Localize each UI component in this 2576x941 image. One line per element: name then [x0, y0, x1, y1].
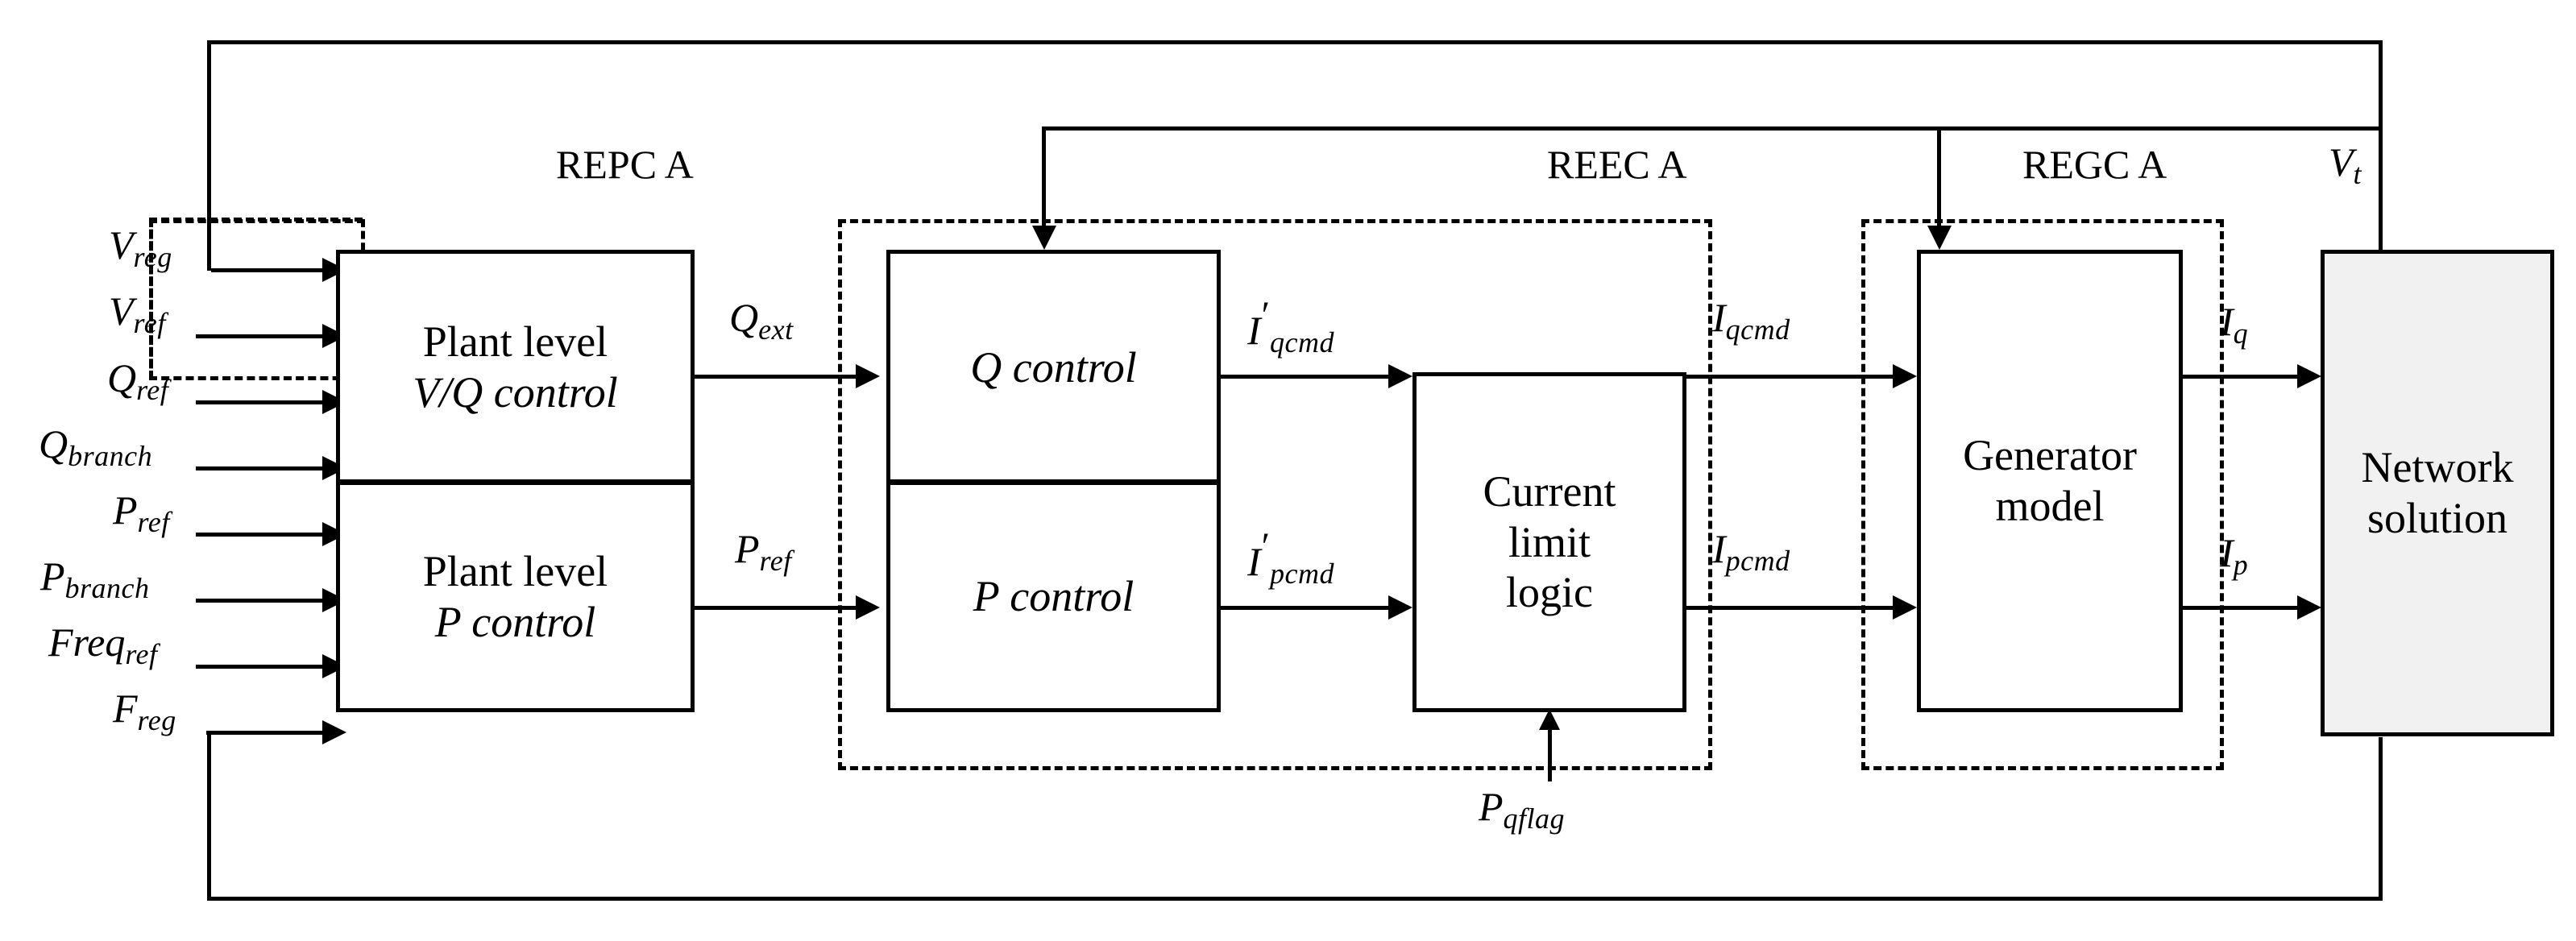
group-label-regc: REGC A: [2022, 142, 2167, 187]
block-network-line1: Network: [2361, 443, 2514, 492]
block-plant-level-p[interactable]: Plant level P control: [336, 481, 695, 712]
input-line-freq-ref: [196, 665, 330, 669]
line-iq-cmd: [1686, 375, 1893, 379]
freg-feedback-left-vertical: [207, 731, 211, 901]
vt-bus-to-generator: [1937, 126, 1941, 234]
input-label-q-ref: Qref: [107, 355, 169, 407]
group-label-reec: REEC A: [1547, 142, 1687, 187]
block-q-control[interactable]: Q control: [886, 250, 1221, 481]
input-label-v-reg: Vreg: [109, 222, 172, 274]
arrow-p-ref-mid: [856, 595, 880, 620]
input-line-v-reg: [211, 268, 330, 272]
input-arrow-f-reg: [322, 720, 346, 744]
arrow-q-ext: [856, 364, 880, 388]
block-plant-p-line2: P control: [434, 597, 596, 646]
vt-bus-horizontal: [1042, 126, 2383, 131]
line-i-p: [2183, 606, 2297, 610]
repc-region: [149, 219, 365, 380]
arrow-ip-cmd: [1893, 595, 1917, 620]
input-label-freq-ref: Freqref: [48, 620, 158, 671]
input-line-q-ref: [196, 400, 330, 404]
signal-label-ip-cmd-prime: I′pcmd: [1247, 526, 1335, 591]
line-ip-cmd: [1686, 606, 1893, 610]
line-i-q: [2183, 375, 2297, 379]
line-ip-cmd-prime: [1221, 606, 1388, 610]
signal-label-vt: Vt: [2329, 139, 2362, 191]
signal-label-q-ext: Qext: [729, 295, 794, 346]
signal-label-p-ref-mid: Pref: [735, 526, 792, 578]
signal-label-iq-cmd-prime: I′qcmd: [1247, 295, 1335, 359]
freg-feedback-bottom-line: [207, 897, 2383, 901]
arrow-iq-cmd-prime: [1388, 364, 1412, 388]
block-current-limit-logic[interactable]: Current limit logic: [1412, 372, 1686, 712]
block-network-line2: solution: [2367, 494, 2508, 542]
block-generator-line1: Generator: [1963, 431, 2137, 480]
block-cll-line3: logic: [1506, 568, 1593, 617]
block-p-control-label: P control: [973, 572, 1135, 621]
freg-feedback-right-vertical: [2379, 737, 2383, 901]
block-plant-vq-line2: V/Q control: [413, 368, 618, 417]
block-cll-line1: Current: [1483, 467, 1616, 516]
block-plant-vq-line1: Plant level: [422, 317, 608, 367]
block-generator-line2: model: [1995, 482, 2105, 530]
block-generator-model[interactable]: Generator model: [1917, 250, 2183, 712]
plant-boxes-divider: [336, 479, 695, 483]
vt-arrow-into-generator: [1927, 226, 1952, 250]
line-p-ref-mid: [695, 606, 864, 610]
input-label-v-ref: Vref: [109, 288, 166, 340]
block-plant-level-vq[interactable]: Plant level V/Q control: [336, 250, 695, 481]
block-cll-line2: limit: [1508, 517, 1591, 566]
input-label-p-branch: Pbranch: [40, 553, 150, 605]
signal-label-iq-cmd: Iqcmd: [1712, 295, 1790, 346]
input-label-f-reg: Freg: [113, 686, 176, 737]
signal-label-pq-flag: Pqflag: [1479, 784, 1566, 835]
block-network-solution[interactable]: Network solution: [2321, 250, 2554, 736]
input-label-p-ref: Pref: [113, 487, 170, 539]
vt-feedback-right-vertical: [2379, 40, 2383, 250]
vt-feedback-top-line: [207, 40, 2383, 44]
input-line-f-reg: [206, 731, 330, 735]
line-pq-flag: [1548, 723, 1552, 781]
input-label-q-branch: Qbranch: [39, 421, 153, 473]
block-q-control-label: Q control: [970, 342, 1137, 392]
arrow-iq-cmd: [1893, 364, 1917, 388]
arrow-ip-cmd-prime: [1388, 595, 1412, 620]
input-line-p-ref: [196, 533, 330, 537]
group-label-repc: REPC A: [556, 142, 694, 187]
signal-label-i-q: Iq: [2220, 299, 2249, 350]
input-line-v-ref: [196, 334, 330, 338]
block-plant-p-line1: Plant level: [422, 546, 608, 595]
reec-region: [838, 219, 1712, 770]
vt-bus-to-qcontrol: [1042, 126, 1046, 234]
signal-label-ip-cmd: Ipcmd: [1712, 526, 1790, 578]
line-q-ext: [695, 375, 864, 379]
block-p-control[interactable]: P control: [886, 481, 1221, 712]
vt-feedback-left-vertical: [207, 40, 211, 271]
arrow-i-p: [2297, 595, 2321, 620]
arrow-pq-flag: [1539, 709, 1560, 730]
regc-region: [1861, 219, 2224, 770]
qp-control-divider: [886, 479, 1221, 483]
line-iq-cmd-prime: [1221, 375, 1388, 379]
input-line-q-branch: [196, 466, 330, 470]
input-line-p-branch: [196, 599, 330, 603]
arrow-i-q: [2297, 364, 2321, 388]
signal-label-i-p: Ip: [2220, 530, 2249, 582]
vt-arrow-into-qcontrol: [1032, 226, 1056, 250]
